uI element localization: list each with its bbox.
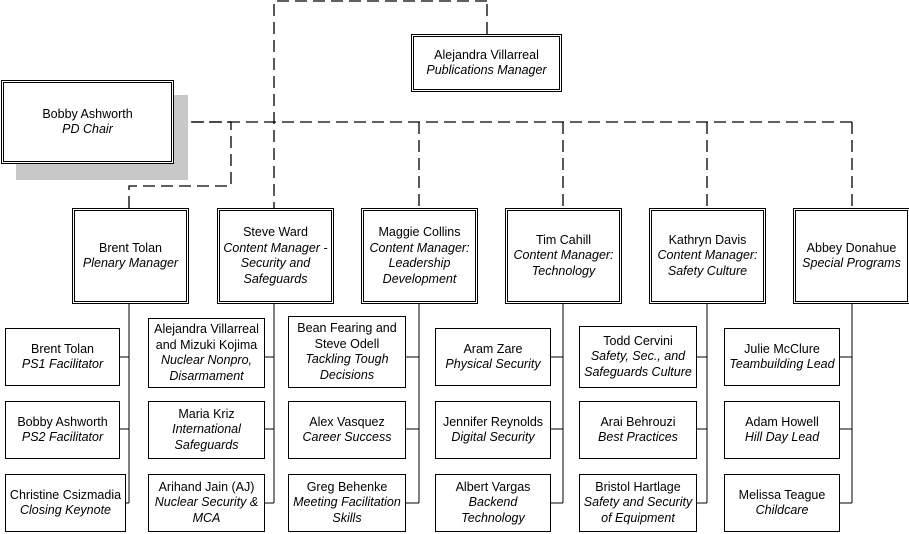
- report-box: Christine Csizmadia Closing Keynote: [5, 474, 126, 532]
- report-title: Career Success: [302, 430, 392, 444]
- report-title: Safety, Sec., and Safeguards Culture: [584, 349, 692, 379]
- report-box: Julie McClure Teambuilding Lead: [724, 328, 840, 386]
- report-box: Alex Vasquez Career Success: [288, 401, 406, 459]
- report-name: Christine Csizmadia: [9, 487, 122, 502]
- manager-box: Kathryn Davis Content Manager: Safety Cu…: [649, 208, 766, 304]
- manager-box: Maggie Collins Content Manager: Leadersh…: [361, 208, 478, 304]
- report-box: Albert Vargas Backend Technology: [435, 474, 551, 532]
- manager-name: Tim Cahill: [535, 232, 592, 247]
- manager-title: Content Manager - Security and Safeguard…: [223, 240, 328, 286]
- manager-title: Content Manager: Leadership Development: [369, 240, 470, 286]
- manager-box: Brent Tolan Plenary Manager: [72, 208, 189, 304]
- report-title: PS1 Facilitator: [21, 357, 104, 371]
- manager-title: Plenary Manager: [82, 256, 179, 270]
- report-name: Arihand Jain (AJ): [158, 479, 255, 494]
- report-title: Digital Security: [451, 430, 535, 444]
- report-title: Backend Technology: [461, 495, 525, 525]
- report-box: Maria Kriz International Safeguards: [148, 401, 265, 459]
- manager-title: Content Manager: Technology: [513, 248, 614, 278]
- report-title: International Safeguards: [172, 422, 241, 452]
- chair-title: PD Chair: [62, 122, 113, 136]
- manager-title: Special Programs: [802, 256, 901, 270]
- manager-name: Kathryn Davis: [668, 232, 747, 247]
- report-box: Greg Behenke Meeting Facilitation Skills: [288, 474, 406, 532]
- manager-box: Abbey Donahue Special Programs: [793, 208, 909, 304]
- report-box: Arihand Jain (AJ) Nuclear Security & MCA: [148, 474, 265, 532]
- report-title: Teambuilding Lead: [729, 357, 835, 371]
- manager-name: Brent Tolan: [98, 240, 162, 255]
- report-name: Albert Vargas: [455, 479, 531, 494]
- manager-box: Tim Cahill Content Manager: Technology: [505, 208, 622, 304]
- report-name: Maria Kriz: [178, 406, 235, 421]
- manager-title: Content Manager: Safety Culture: [657, 248, 758, 278]
- report-name: Arai Behrouzi: [600, 414, 676, 429]
- report-name: Alex Vasquez: [309, 414, 385, 429]
- report-name: Greg Behenke: [306, 479, 388, 494]
- report-name: Todd Cervini: [603, 333, 673, 348]
- report-box: Melissa Teague Childcare: [724, 474, 840, 532]
- report-title: Childcare: [755, 503, 809, 517]
- report-title: Physical Security: [445, 357, 541, 371]
- report-name: Bean Fearing and Steve Odell: [297, 321, 397, 351]
- publications-manager-box: Alejandra Villarreal Publications Manage…: [411, 34, 562, 92]
- manager-name: Abbey Donahue: [806, 240, 897, 255]
- report-name: Alejandra Villarreal and Mizuki Kojima: [154, 322, 259, 352]
- report-box: Todd Cervini Safety, Sec., and Safeguard…: [579, 326, 697, 388]
- report-box: Bristol Hartlage Safety and Security of …: [579, 474, 697, 532]
- report-box: Alejandra Villarreal and Mizuki Kojima N…: [148, 318, 265, 388]
- connector-publications-top: [273, 0, 487, 208]
- chair-name: Bobby Ashworth: [42, 106, 133, 121]
- manager-name: Steve Ward: [243, 225, 308, 239]
- report-name: Jennifer Reynolds: [442, 414, 544, 429]
- report-name: Aram Zare: [463, 341, 523, 356]
- report-title: Hill Day Lead: [744, 430, 820, 444]
- report-name: Julie McClure: [744, 341, 820, 356]
- report-box: Adam Howell Hill Day Lead: [724, 401, 840, 459]
- report-box: Arai Behrouzi Best Practices: [579, 401, 697, 459]
- report-box: Jennifer Reynolds Digital Security: [435, 401, 551, 459]
- publications-manager-title: Publications Manager: [426, 63, 547, 77]
- publications-manager-name: Alejandra Villarreal: [434, 47, 539, 62]
- report-title: Best Practices: [598, 430, 678, 444]
- manager-box: Steve Ward Content Manager - Security an…: [217, 208, 334, 304]
- manager-name: Maggie Collins: [378, 225, 461, 239]
- chair-box: Bobby Ashworth PD Chair: [1, 80, 174, 164]
- report-box: Brent Tolan PS1 Facilitator: [5, 328, 120, 386]
- report-title: Nuclear Security & MCA: [154, 495, 259, 525]
- report-box: Bean Fearing and Steve Odell Tackling To…: [288, 316, 406, 388]
- report-title: Nuclear Nonpro, Disarmament: [160, 353, 252, 383]
- report-box: Bobby Ashworth PS2 Facilitator: [5, 401, 120, 459]
- report-name: Melissa Teague: [738, 487, 826, 502]
- report-box: Aram Zare Physical Security: [435, 328, 551, 386]
- report-title: Tackling Tough Decisions: [305, 352, 389, 382]
- report-name: Bobby Ashworth: [17, 414, 108, 429]
- report-title: PS2 Facilitator: [21, 430, 104, 444]
- report-name: Bristol Hartlage: [595, 479, 681, 494]
- report-title: Closing Keynote: [19, 503, 112, 517]
- report-title: Meeting Facilitation Skills: [293, 495, 401, 525]
- report-name: Brent Tolan: [30, 341, 94, 356]
- report-name: Adam Howell: [745, 414, 819, 429]
- report-title: Safety and Security of Equipment: [583, 495, 693, 525]
